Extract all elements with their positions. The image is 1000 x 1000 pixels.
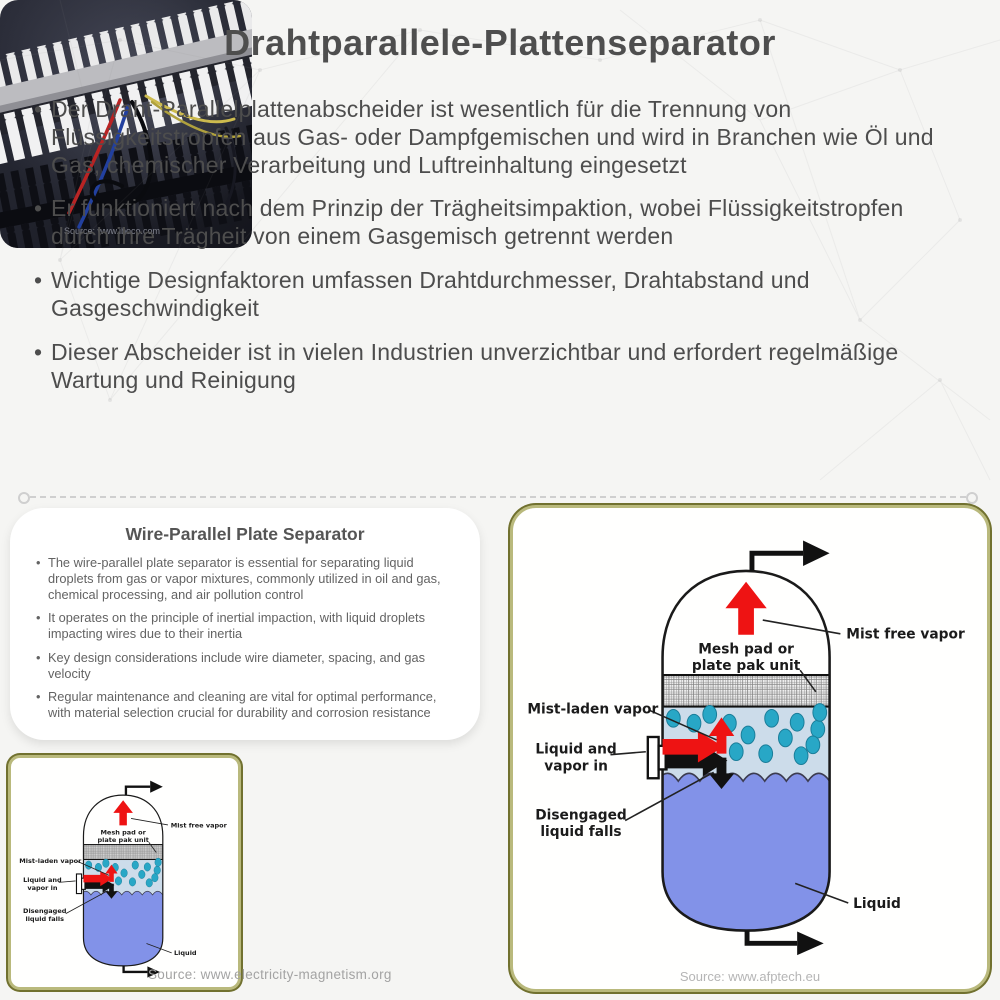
- dashed-divider: [30, 496, 966, 498]
- mesh-pad-band: [662, 673, 830, 708]
- vapor-outlet-arrow-icon: [803, 540, 830, 567]
- card-bullet: Key design considerations include wire d…: [36, 650, 454, 682]
- label-mist-laden-vapor: Mist-laden vapor: [527, 701, 658, 717]
- separator-diagram-panel: Mist free vapor Mesh pad or plate pak un…: [510, 505, 990, 992]
- small-label-mist-laden-vapor: Mist-laden vapor: [19, 857, 82, 865]
- card-title: Wire-Parallel Plate Separator: [125, 524, 365, 544]
- small-label-liquid-in-line2: vapor in: [27, 884, 57, 892]
- vessel-outline: [661, 569, 831, 932]
- up-arrow-icon: [725, 581, 767, 635]
- small-label-disengaged-line2: liquid falls: [25, 915, 64, 923]
- label-liquid-in-line2: vapor in: [544, 758, 608, 774]
- small-up-arrow-icon: [708, 717, 735, 754]
- label-disengaged-line2: liquid falls: [540, 824, 621, 840]
- card-bullet: The wire-parallel plate separator is ess…: [36, 555, 454, 603]
- label-liquid: Liquid: [853, 896, 901, 912]
- summary-card: Wire-Parallel Plate Separator The wire-p…: [10, 508, 480, 740]
- divider-node-right: [966, 492, 978, 504]
- page-title: Drahtparallele-Plattenseparator: [224, 22, 776, 63]
- small-separator-diagram: Mist free vapor Mesh pad or plate pak un…: [19, 780, 227, 978]
- vapor-outlet-pipe: [749, 550, 804, 571]
- pointer-lines: [610, 619, 849, 904]
- divider-node-left: [18, 492, 30, 504]
- small-label-mesh-pad-line2: plate pak unit: [97, 836, 148, 844]
- label-mesh-pad-line1: Mesh pad or: [698, 641, 794, 657]
- intro-bullet: Er funktioniert nach dem Prinzip der Trä…: [34, 195, 964, 251]
- small-diagram-source: Source: www.electricity-magnetism.org: [148, 967, 392, 982]
- card-bullet-list: The wire-parallel plate separator is ess…: [36, 555, 454, 721]
- liquid-zone: [662, 773, 830, 931]
- card-bullet: It operates on the principle of inertial…: [36, 610, 454, 642]
- label-mesh-pad-line2: plate pak unit: [692, 658, 801, 674]
- inlet-red-arrow-icon: [662, 731, 724, 763]
- label-liquid-in-line1: Liquid and: [535, 742, 616, 758]
- big-diagram-source: Source: www.afptech.eu: [679, 969, 821, 984]
- intro-section: Der Draht-Parallelplattenabscheider ist …: [34, 96, 964, 410]
- label-disengaged-line1: Disengaged: [535, 808, 627, 824]
- intro-bullet: Dieser Abscheider ist in vielen Industri…: [34, 339, 964, 395]
- liquid-outlet-pipe: [744, 930, 798, 946]
- small-separator-diagram-panel: Mist free vapor Mesh pad or plate pak un…: [8, 755, 241, 990]
- liquid-outlet-arrow-icon: [797, 931, 824, 956]
- intro-bullet: Wichtige Designfaktoren umfassen Drahtdu…: [34, 267, 964, 323]
- separator-diagram: Mist free vapor Mesh pad or plate pak un…: [527, 540, 965, 956]
- label-mist-free-vapor: Mist free vapor: [846, 627, 965, 643]
- intro-bullet-list: Der Draht-Parallelplattenabscheider ist …: [34, 96, 964, 394]
- intro-bullet: Der Draht-Parallelplattenabscheider ist …: [34, 96, 964, 179]
- small-label-liquid-in-line1: Liquid and: [23, 876, 62, 884]
- small-label-mesh-pad-line1: Mesh pad or: [100, 828, 146, 836]
- small-label-liquid: Liquid: [174, 949, 197, 957]
- small-label-disengaged-line1: Disengaged: [23, 907, 67, 915]
- card-bullet: Regular maintenance and cleaning are vit…: [36, 689, 454, 721]
- small-down-arrow-icon: [708, 757, 735, 790]
- small-label-mist-free-vapor: Mist free vapor: [170, 821, 227, 829]
